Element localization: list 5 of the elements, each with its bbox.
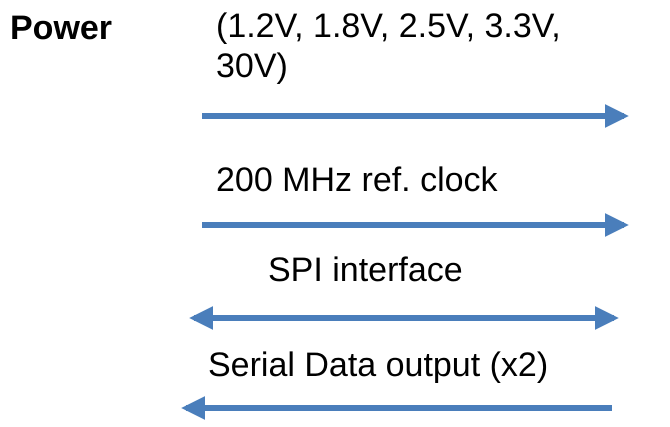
signal-label: (1.2V, 1.8V, 2.5V, 3.3V, 30V) — [216, 6, 562, 86]
signal-label: SPI interface — [268, 250, 464, 290]
heading-label: Power — [10, 8, 114, 48]
signal-label: 200 MHz ref. clock — [216, 160, 499, 200]
signal-label: Serial Data output (x2) — [208, 345, 550, 385]
